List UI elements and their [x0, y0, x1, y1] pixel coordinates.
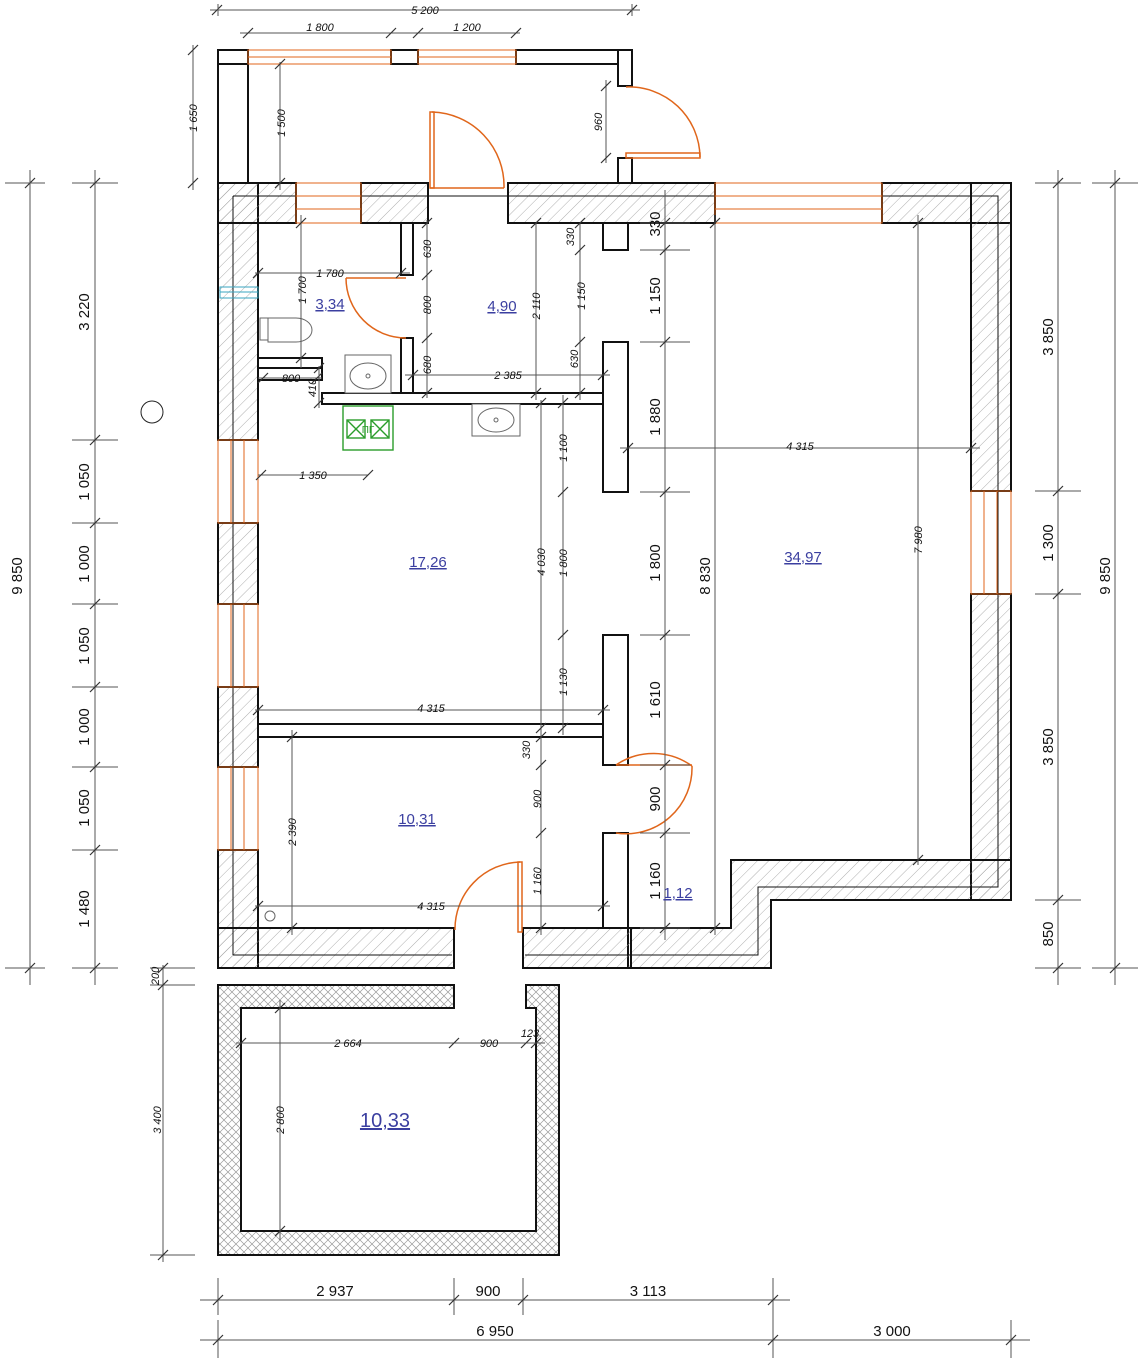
dim-center-4: 1 800	[647, 544, 664, 582]
gas-stove-icon: ПГ	[342, 405, 394, 451]
stove-label: ПГ	[362, 425, 375, 436]
dim-porch-depth: 1 650	[188, 103, 200, 131]
dim-kitchen-1100: 1 100	[558, 433, 570, 461]
dim-center-6: 1 610	[647, 681, 664, 719]
dim-hall-330: 330	[565, 227, 577, 246]
dim-kitchen-1130: 1 130	[558, 667, 570, 695]
dimension-lines	[5, 4, 1138, 1358]
room-areas: 3,34 4,90 17,26 34,97 10,31 1,12 10,33	[315, 296, 821, 1132]
dim-left-5: 1 000	[76, 708, 93, 746]
dim-top-total: 5 200	[411, 5, 439, 17]
dim-kitchen-800: 800	[282, 373, 301, 385]
dim-living-height: 7 980	[913, 525, 925, 553]
area-closet: 1,12	[663, 885, 692, 902]
dim-left-1: 3 220	[76, 293, 93, 331]
dim-bottom-seg-2: 900	[475, 1283, 500, 1300]
dim-porch-width-3: 123	[521, 1028, 540, 1040]
vent-icon	[219, 286, 259, 299]
area-bedroom: 10,31	[398, 811, 436, 828]
dim-bedroom-width: 4 315	[417, 901, 445, 913]
dim-kitchen-1800: 1 800	[558, 548, 570, 576]
dim-center-8: 1 160	[647, 862, 664, 900]
bottom-porch	[217, 984, 560, 1256]
area-bathroom: 3,34	[315, 296, 344, 313]
dim-center-7: 900	[647, 786, 664, 811]
dim-living-width: 4 315	[786, 441, 814, 453]
dim-hall-680: 680	[422, 355, 434, 374]
dim-right-2: 1 300	[1040, 524, 1057, 562]
interior-walls	[257, 222, 629, 929]
area-living: 34,97	[784, 549, 822, 566]
dim-kitchen-410: 410	[307, 378, 319, 397]
dim-bedroom-900: 900	[532, 789, 544, 808]
dim-left-7: 1 480	[76, 890, 93, 928]
dim-porch-gap: 200	[150, 966, 162, 986]
dim-left-2: 1 050	[76, 463, 93, 501]
dim-porch-width-1: 2 664	[333, 1038, 362, 1050]
dim-hall-1150: 1 150	[576, 281, 588, 309]
dim-top-window-1: 1 800	[306, 22, 334, 34]
dim-left-3: 1 000	[76, 545, 93, 583]
fixtures: ПГ	[140, 286, 521, 922]
dim-bottom-seg-1: 2 937	[316, 1283, 354, 1300]
dim-bedroom-1160: 1 160	[532, 866, 544, 894]
dim-bath-height: 1 700	[297, 275, 309, 303]
dim-center-3: 1 880	[647, 398, 664, 436]
dim-bottom-seg-3: 3 113	[630, 1283, 666, 1300]
dim-door-width: 960	[593, 112, 605, 131]
dim-kitchen-1350: 1 350	[299, 470, 327, 482]
dim-right-4: 850	[1040, 921, 1057, 946]
dim-window-height: 1 500	[276, 108, 288, 136]
dim-center-5: 8 830	[697, 557, 714, 595]
dim-bottom-total-1: 6 950	[476, 1323, 514, 1340]
dim-bedroom-2390: 2 390	[287, 817, 299, 846]
kitchen-sink-icon	[471, 403, 521, 437]
dim-left-6: 1 050	[76, 789, 93, 827]
area-kitchen: 17,26	[409, 554, 447, 571]
dim-hall-width: 2 385	[493, 370, 522, 382]
dim-right-3: 3 850	[1040, 728, 1057, 766]
dim-bath-width: 1 780	[316, 268, 344, 280]
dim-left-total: 9 850	[9, 557, 26, 595]
bathroom-sink-icon	[344, 354, 392, 394]
dim-left-4: 1 050	[76, 627, 93, 665]
area-hall: 4,90	[487, 298, 516, 315]
top-veranda	[217, 49, 701, 184]
dim-top-window-2: 1 200	[453, 22, 481, 34]
dim-right-total: 9 850	[1097, 557, 1114, 595]
dim-hall-630-bottom: 630	[569, 349, 581, 368]
area-porch: 10,33	[360, 1110, 410, 1132]
dim-porch-height-inner: 2 800	[275, 1105, 287, 1134]
dim-hall-2110: 2 110	[531, 292, 543, 321]
windows	[217, 182, 1012, 851]
dimension-labels: 5 200 1 800 1 200 1 650 1 500 960 9 850 …	[9, 5, 1114, 1340]
boiler-icon	[264, 910, 276, 922]
dim-hall-630-top: 630	[422, 239, 434, 258]
toilet-icon	[259, 317, 313, 343]
north-marker-icon	[140, 400, 164, 424]
dim-center-2: 1 150	[647, 277, 664, 315]
doors	[345, 111, 693, 933]
dim-right-1: 3 850	[1040, 318, 1057, 356]
dim-kitchen-4030: 4 030	[536, 547, 548, 575]
dim-porch-height-outer: 3 400	[152, 1105, 164, 1133]
dim-hall-800: 800	[422, 295, 434, 314]
dim-porch-width-2: 900	[480, 1038, 499, 1050]
dim-bottom-total-2: 3 000	[873, 1323, 911, 1340]
dim-kitchen-width: 4 315	[417, 703, 445, 715]
dim-center-1: 330	[647, 211, 664, 236]
dim-bedroom-330: 330	[521, 740, 533, 759]
